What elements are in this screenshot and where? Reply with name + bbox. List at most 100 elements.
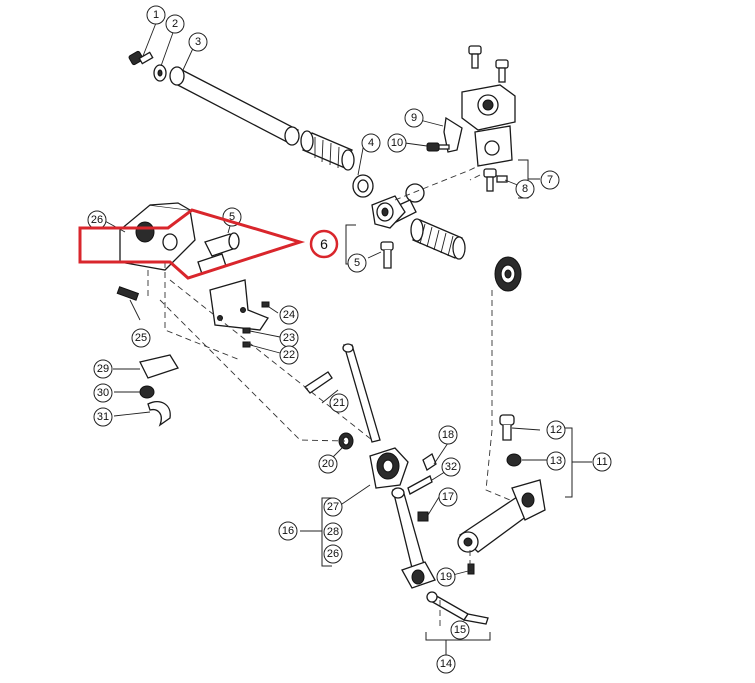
small-screws-22-24 — [242, 301, 270, 348]
svg-text:5: 5 — [354, 257, 360, 269]
svg-text:31: 31 — [97, 411, 109, 423]
callout-26-top: 26 — [87, 210, 107, 230]
svg-text:22: 22 — [283, 349, 295, 361]
washer-13 — [506, 453, 522, 467]
svg-text:10: 10 — [391, 137, 403, 149]
callout-32: 32 — [441, 457, 461, 477]
screw-5-left — [197, 232, 240, 275]
svg-text:29: 29 — [97, 363, 109, 375]
svg-text:7: 7 — [547, 174, 553, 186]
svg-text:23: 23 — [283, 332, 295, 344]
callout-12: 12 — [546, 420, 566, 440]
eccentric-27 — [369, 447, 409, 489]
callout-7: 7 — [540, 170, 560, 190]
link-arm — [457, 479, 546, 553]
shaft-15 — [426, 591, 489, 625]
callout-3: 3 — [188, 32, 208, 52]
svg-text:5: 5 — [229, 211, 235, 223]
callout-16: 16 — [278, 521, 298, 541]
bushing-sleeve — [300, 130, 355, 171]
callout-1: 1 — [146, 5, 166, 25]
rod-21 — [342, 343, 381, 443]
block-26 — [119, 202, 196, 271]
plate-bracket — [209, 279, 269, 331]
svg-text:26: 26 — [91, 214, 103, 226]
svg-text:25: 25 — [135, 332, 147, 344]
svg-text:32: 32 — [445, 461, 457, 473]
svg-text:24: 24 — [283, 309, 295, 321]
callout-24: 24 — [279, 305, 299, 325]
svg-text:26: 26 — [327, 548, 339, 560]
callout-2: 2 — [165, 14, 185, 34]
bolt-top — [468, 45, 509, 83]
screw-1 — [128, 50, 154, 66]
callout-23: 23 — [279, 328, 299, 348]
svg-text:15: 15 — [454, 624, 466, 636]
svg-text:21: 21 — [333, 397, 345, 409]
svg-text:4: 4 — [368, 137, 374, 149]
gear-wheel — [494, 256, 522, 292]
connecting-rod-28 — [391, 487, 426, 573]
callout-31: 31 — [93, 407, 113, 427]
callout-11: 11 — [592, 452, 612, 472]
bracket-11 — [565, 427, 592, 498]
bushing-4 — [352, 174, 374, 198]
nut-30 — [139, 385, 155, 399]
pin-32 — [407, 475, 433, 495]
callout-8: 8 — [515, 179, 535, 199]
clamp-bracket-7 — [461, 84, 516, 167]
fork-9 — [443, 116, 463, 153]
clip-29 — [139, 354, 179, 379]
callout-26-bottom: 26 — [323, 544, 343, 564]
svg-text:17: 17 — [442, 491, 454, 503]
centerline-e — [485, 290, 511, 501]
crank-joint — [401, 561, 436, 589]
screw-5-right — [380, 241, 394, 269]
callout-17: 17 — [438, 487, 458, 507]
svg-text:30: 30 — [97, 387, 109, 399]
svg-text:27: 27 — [327, 501, 339, 513]
svg-text:11: 11 — [596, 456, 607, 468]
callout-14: 14 — [436, 654, 456, 674]
svg-text:12: 12 — [550, 424, 562, 436]
highlight-callout-6: 6 — [309, 229, 339, 259]
callout-21: 21 — [329, 393, 349, 413]
svg-text:18: 18 — [442, 429, 454, 441]
svg-text:19: 19 — [440, 571, 452, 583]
svg-text:8: 8 — [522, 183, 528, 195]
pin-25 — [116, 286, 140, 301]
spring-clip-31 — [147, 401, 171, 427]
callout-5-right: 5 — [347, 253, 367, 273]
washer-2 — [153, 64, 167, 82]
centerline-a — [164, 262, 241, 361]
shaft-3 — [169, 66, 300, 146]
svg-text:20: 20 — [322, 458, 334, 470]
screw-8 — [483, 168, 508, 192]
callout-29: 29 — [93, 359, 113, 379]
svg-text:28: 28 — [327, 526, 339, 538]
svg-text:16: 16 — [282, 525, 294, 537]
callout-13: 13 — [546, 451, 566, 471]
callout-20: 20 — [318, 454, 338, 474]
svg-text:3: 3 — [195, 36, 201, 48]
collar-6 — [371, 195, 406, 229]
pin-19 — [467, 563, 475, 575]
callout-22: 22 — [279, 345, 299, 365]
bracket-14 — [425, 632, 491, 656]
centerline-f — [394, 164, 481, 201]
bracket-16 — [300, 497, 332, 567]
screw-10 — [426, 142, 450, 152]
centerline-c — [159, 299, 346, 442]
callout-18: 18 — [438, 425, 458, 445]
highlight-arrow — [78, 208, 306, 280]
nut-20 — [338, 432, 354, 450]
svg-text:9: 9 — [411, 112, 417, 124]
spring-18 — [422, 453, 437, 471]
svg-text:6: 6 — [320, 236, 328, 252]
svg-text:1: 1 — [153, 9, 159, 21]
callout-15: 15 — [450, 620, 470, 640]
screw-12 — [499, 414, 515, 441]
spring-21 — [304, 371, 333, 394]
callout-25: 25 — [131, 328, 151, 348]
